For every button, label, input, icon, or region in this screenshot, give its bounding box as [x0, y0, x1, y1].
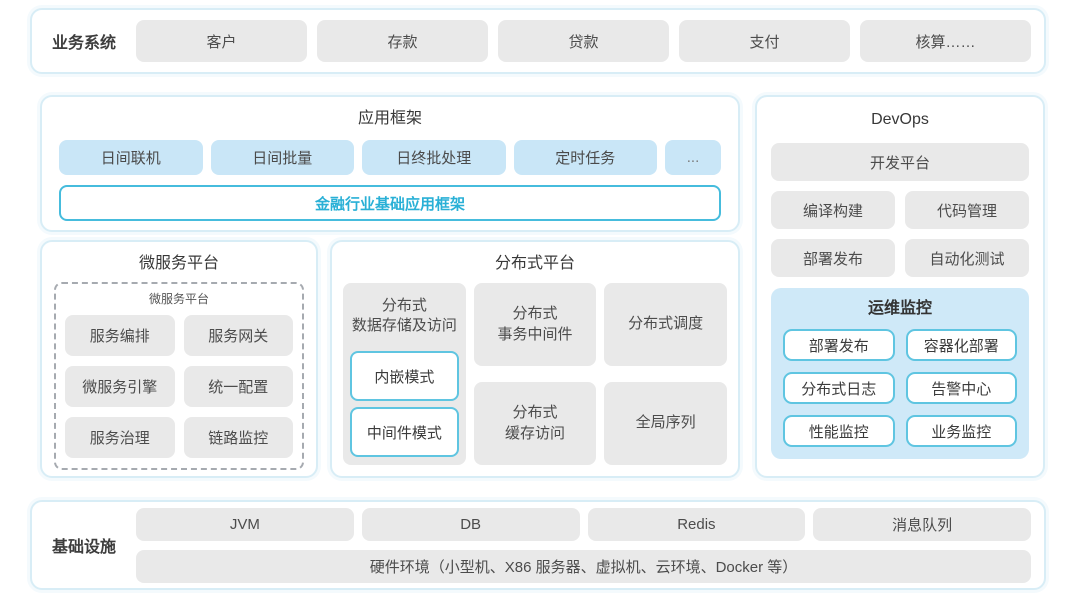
performance-monitoring-block: 性能监控	[783, 415, 895, 447]
service-gateway-block: 服务网关	[183, 315, 293, 356]
eod-batch-processing-block: 日终批处理	[362, 140, 506, 175]
business-systems-panel: 业务系统 客户 存款 贷款 支付 核算……	[30, 8, 1046, 74]
payments-block: 支付	[679, 20, 850, 62]
global-sequence-cell: 全局序列	[604, 382, 727, 465]
service-orchestration-block: 服务编排	[65, 315, 175, 356]
data-storage-access-label: 分布式 数据存储及访问	[351, 297, 457, 334]
daytime-online-block: 日间联机	[59, 140, 203, 175]
trace-monitoring-block: 链路监控	[183, 417, 293, 458]
storage-mode-stack: 内嵌模式 中间件模式	[350, 351, 459, 457]
code-management-block: 代码管理	[905, 191, 1029, 229]
jvm-block: JVM	[136, 507, 354, 541]
infrastructure-main: JVM DB Redis 消息队列 硬件环境（小型机、X86 服务器、虚拟机、云…	[136, 507, 1031, 583]
microservice-engine-block: 微服务引擎	[65, 366, 175, 407]
service-governance-block: 服务治理	[65, 417, 175, 458]
middleware-mode-block: 中间件模式	[350, 407, 459, 457]
infrastructure-label: 基础设施	[51, 539, 116, 556]
daytime-batch-block: 日间批量	[210, 140, 354, 175]
devops-tools-grid: 编译构建 代码管理 部署发布 自动化测试	[771, 191, 1029, 277]
ops-deploy-release-block: 部署发布	[783, 329, 895, 361]
microservice-platform-title: 微服务平台	[138, 255, 219, 272]
scheduled-tasks-block: 定时任务	[513, 140, 657, 175]
business-systems-label: 业务系统	[51, 35, 116, 52]
customer-block: 客户	[136, 20, 307, 62]
microservice-inner-title: 微服务平台	[148, 292, 209, 306]
ops-monitoring-title: 运维监控	[867, 300, 932, 317]
loans-block: 贷款	[498, 20, 669, 62]
infrastructure-panel: 基础设施 JVM DB Redis 消息队列 硬件环境（小型机、X86 服务器、…	[30, 500, 1046, 590]
ops-monitoring-grid: 部署发布 容器化部署 分布式日志 告警中心 性能监控 业务监控	[783, 329, 1017, 447]
devops-panel: DevOps 开发平台 编译构建 代码管理 部署发布 自动化测试 运维监控 部署…	[755, 95, 1045, 478]
accounting-block: 核算……	[860, 20, 1031, 62]
microservice-platform-panel: 微服务平台 微服务平台 服务编排 服务网关 微服务引擎 统一配置 服务治理 链路…	[40, 240, 318, 478]
development-platform-block: 开发平台	[771, 143, 1029, 181]
unified-config-block: 统一配置	[183, 366, 293, 407]
distributed-grid: 分布式 数据存储及访问 内嵌模式 中间件模式 分布式 事务中间件 分布式调度 分…	[343, 283, 727, 465]
more-modules-block: ...	[665, 140, 721, 175]
ops-monitoring-panel: 运维监控 部署发布 容器化部署 分布式日志 告警中心 性能监控 业务监控	[771, 288, 1029, 459]
application-framework-title: 应用框架	[357, 110, 422, 127]
redis-block: Redis	[587, 507, 806, 541]
embedded-mode-block: 内嵌模式	[350, 351, 459, 401]
automated-testing-block: 自动化测试	[905, 239, 1029, 277]
application-framework-panel: 应用框架 日间联机 日间批量 日终批处理 定时任务 ... 金融行业基础应用框架	[40, 95, 740, 232]
microservice-grid: 服务编排 服务网关 微服务引擎 统一配置 服务治理 链路监控	[65, 315, 293, 458]
transaction-middleware-cell: 分布式 事务中间件	[473, 283, 597, 366]
financial-foundation-framework-bar: 金融行业基础应用框架	[59, 185, 721, 221]
data-storage-access-cell: 分布式 数据存储及访问 内嵌模式 中间件模式	[343, 283, 466, 465]
distributed-platform-panel: 分布式平台 分布式 数据存储及访问 内嵌模式 中间件模式 分布式 事务中间件 分…	[330, 240, 740, 478]
db-block: DB	[361, 507, 580, 541]
deploy-release-block: 部署发布	[771, 239, 895, 277]
business-monitoring-block: 业务监控	[905, 415, 1017, 447]
deposits-block: 存款	[317, 20, 488, 62]
message-queue-block: 消息队列	[813, 507, 1031, 541]
distributed-log-block: 分布式日志	[783, 372, 895, 404]
distributed-platform-title: 分布式平台	[494, 255, 575, 272]
compile-build-block: 编译构建	[771, 191, 895, 229]
devops-title: DevOps	[871, 111, 929, 128]
containerized-deployment-block: 容器化部署	[905, 329, 1017, 361]
distributed-scheduling-cell: 分布式调度	[604, 283, 727, 366]
hardware-environment-bar: 硬件环境（小型机、X86 服务器、虚拟机、云环境、Docker 等）	[136, 549, 1031, 583]
infrastructure-items-row: JVM DB Redis 消息队列	[136, 507, 1031, 541]
alert-center-block: 告警中心	[905, 372, 1017, 404]
business-items-row: 客户 存款 贷款 支付 核算……	[136, 20, 1031, 62]
cache-access-cell: 分布式 缓存访问	[473, 382, 597, 465]
app-framework-modules-row: 日间联机 日间批量 日终批处理 定时任务 ...	[59, 140, 721, 175]
microservice-inner-box: 微服务平台 服务编排 服务网关 微服务引擎 统一配置 服务治理 链路监控	[54, 282, 304, 470]
